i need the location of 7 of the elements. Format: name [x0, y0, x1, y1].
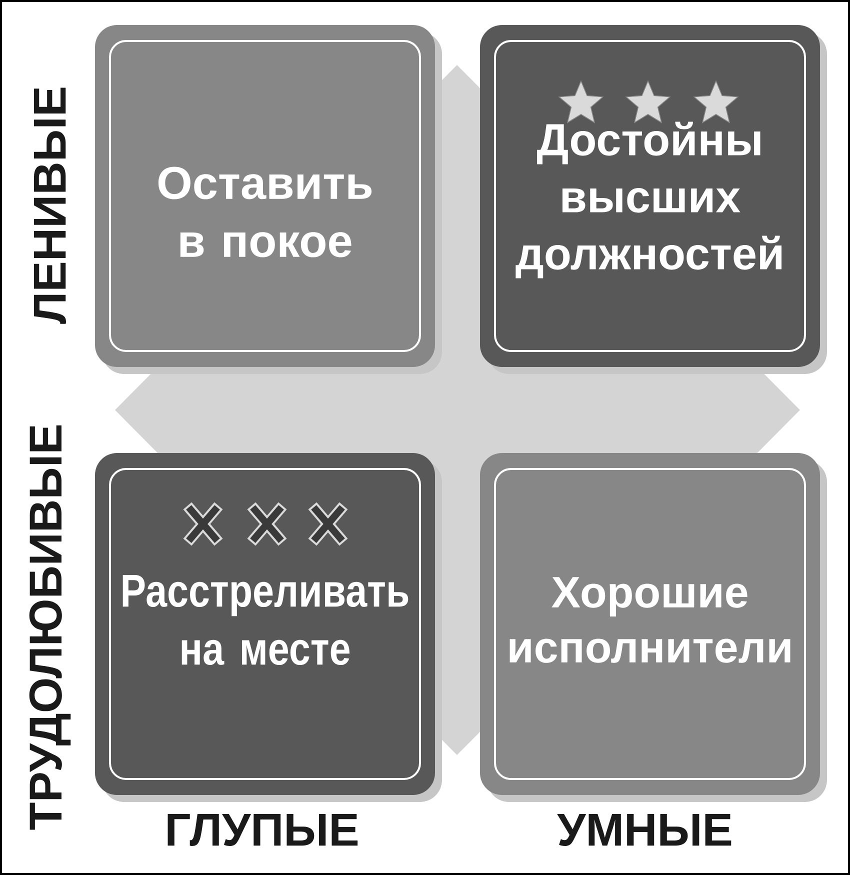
quadrant-box: Хорошие исполнители: [480, 453, 827, 802]
quadrant-box: Расстреливать на месте: [95, 453, 442, 802]
quadrant-box: Достойны высших должностей: [480, 25, 827, 374]
axis-label: УМНЫЕ: [557, 814, 732, 846]
axis-label: ТРУДОЛЮБИВЫЕ: [29, 425, 71, 830]
quadrant-box: Оставить в покое: [95, 25, 442, 374]
axis-label: ГЛУПЫЕ: [168, 814, 358, 846]
